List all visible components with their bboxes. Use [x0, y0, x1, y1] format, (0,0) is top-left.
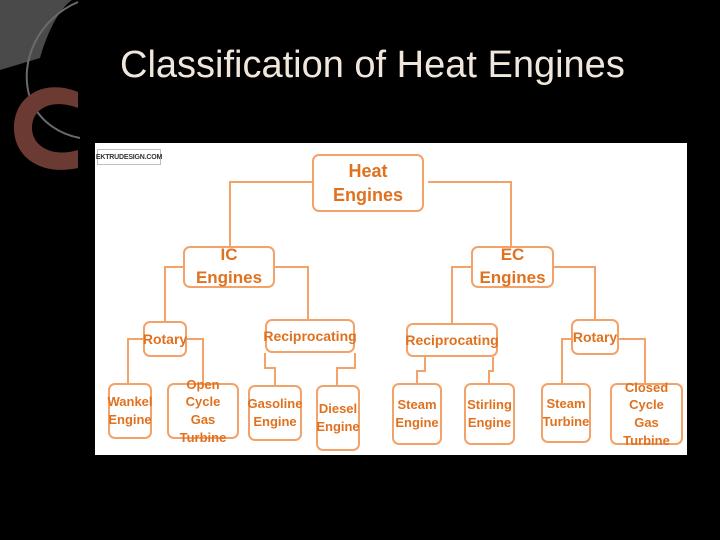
node-ic-reciprocating-label: Reciprocating — [263, 327, 357, 344]
node-heat-engines-label: Heat Engines — [332, 160, 403, 205]
node-diesel-line2: Engine — [316, 419, 360, 434]
node-steam-engine: Steam Engine — [392, 383, 442, 445]
connector-ec-recip — [451, 266, 471, 325]
diagram-panel: EKTRUDESIGN.COM Heat Engi — [95, 143, 687, 455]
connector-ic-rotary — [164, 266, 183, 323]
node-ic-engines-label: IC Engines — [195, 245, 263, 287]
node-stirling-line2: Engine — [467, 415, 512, 430]
node-wankel-line1: Wankel — [107, 394, 153, 410]
node-ic-rotary-label: Rotary — [142, 330, 188, 347]
node-ec-rotary: Rotary — [571, 319, 619, 355]
node-wankel-line2: Engine — [108, 412, 152, 427]
connector-root-ic — [229, 181, 312, 248]
node-closed-cycle-gas-turbine: Closed Cycle Gas Turbine — [610, 380, 683, 448]
connector-recip-diesel — [336, 353, 356, 385]
connector-recip-stirling — [488, 357, 494, 383]
deco-brown-arc — [14, 87, 78, 170]
node-open-cycle-line1: Open Cycle — [185, 376, 221, 410]
node-ic-reciprocating: Reciprocating — [263, 319, 357, 353]
node-gasoline-line2: Engine — [253, 414, 297, 429]
node-stirling-engine: Stirling Engine — [464, 383, 515, 445]
connector-recip-gasoline — [264, 353, 276, 385]
node-ic-rotary: Rotary — [143, 321, 187, 357]
node-gasoline-line1: Gasoline — [247, 396, 303, 412]
node-steam-turbine-line2: Turbine — [542, 414, 590, 429]
node-open-cycle-gas-turbine: Open Cycle Gas Turbine — [167, 377, 239, 445]
connector-rotary-wankel — [127, 338, 143, 383]
node-steam-turbine: Steam Turbine — [541, 383, 591, 443]
watermark-label: EKTRUDESIGN.COM — [96, 149, 162, 165]
connector-rotary-opencycle — [187, 338, 204, 383]
connector-root-ec — [428, 181, 512, 248]
node-wankel-engine: Wankel Engine — [107, 383, 153, 439]
connector-lines — [127, 181, 646, 385]
node-steam-engine-line2: Engine — [395, 415, 439, 430]
node-steam-engine-line1: Steam — [397, 397, 437, 413]
node-steam-turbine-line1: Steam — [546, 396, 586, 412]
node-closed-cycle-line1: Closed Cycle — [624, 379, 669, 413]
decorative-swirl — [0, 0, 81, 170]
node-ec-engines-label: EC Engines — [479, 245, 546, 287]
deco-thin-arc — [25, 1, 81, 139]
node-heat-engines: Heat Engines — [312, 154, 424, 212]
node-gasoline-engine: Gasoline Engine — [248, 385, 302, 441]
node-closed-cycle-line2: Gas Turbine — [623, 415, 670, 448]
node-open-cycle-line2: Gas Turbine — [179, 412, 227, 445]
node-ec-engines: EC Engines — [471, 245, 554, 288]
node-ec-rotary-label: Rotary — [572, 328, 618, 345]
slide-title: Classification of Heat Engines — [120, 44, 625, 86]
connector-ec-rotary — [554, 266, 596, 321]
node-diesel-engine: Diesel Engine — [316, 385, 360, 451]
connector-rotary-steamturbine — [561, 338, 573, 383]
node-diesel-line1: Diesel — [318, 401, 358, 417]
connector-rotary-closedcycle — [619, 338, 646, 383]
node-stirling-line1: Stirling — [467, 397, 512, 413]
node-ec-reciprocating: Reciprocating — [405, 323, 499, 357]
connector-ic-recip — [275, 266, 309, 321]
connector-recip-steamengine — [416, 357, 426, 383]
node-ec-reciprocating-label: Reciprocating — [405, 331, 499, 348]
node-ic-engines: IC Engines — [183, 245, 275, 288]
